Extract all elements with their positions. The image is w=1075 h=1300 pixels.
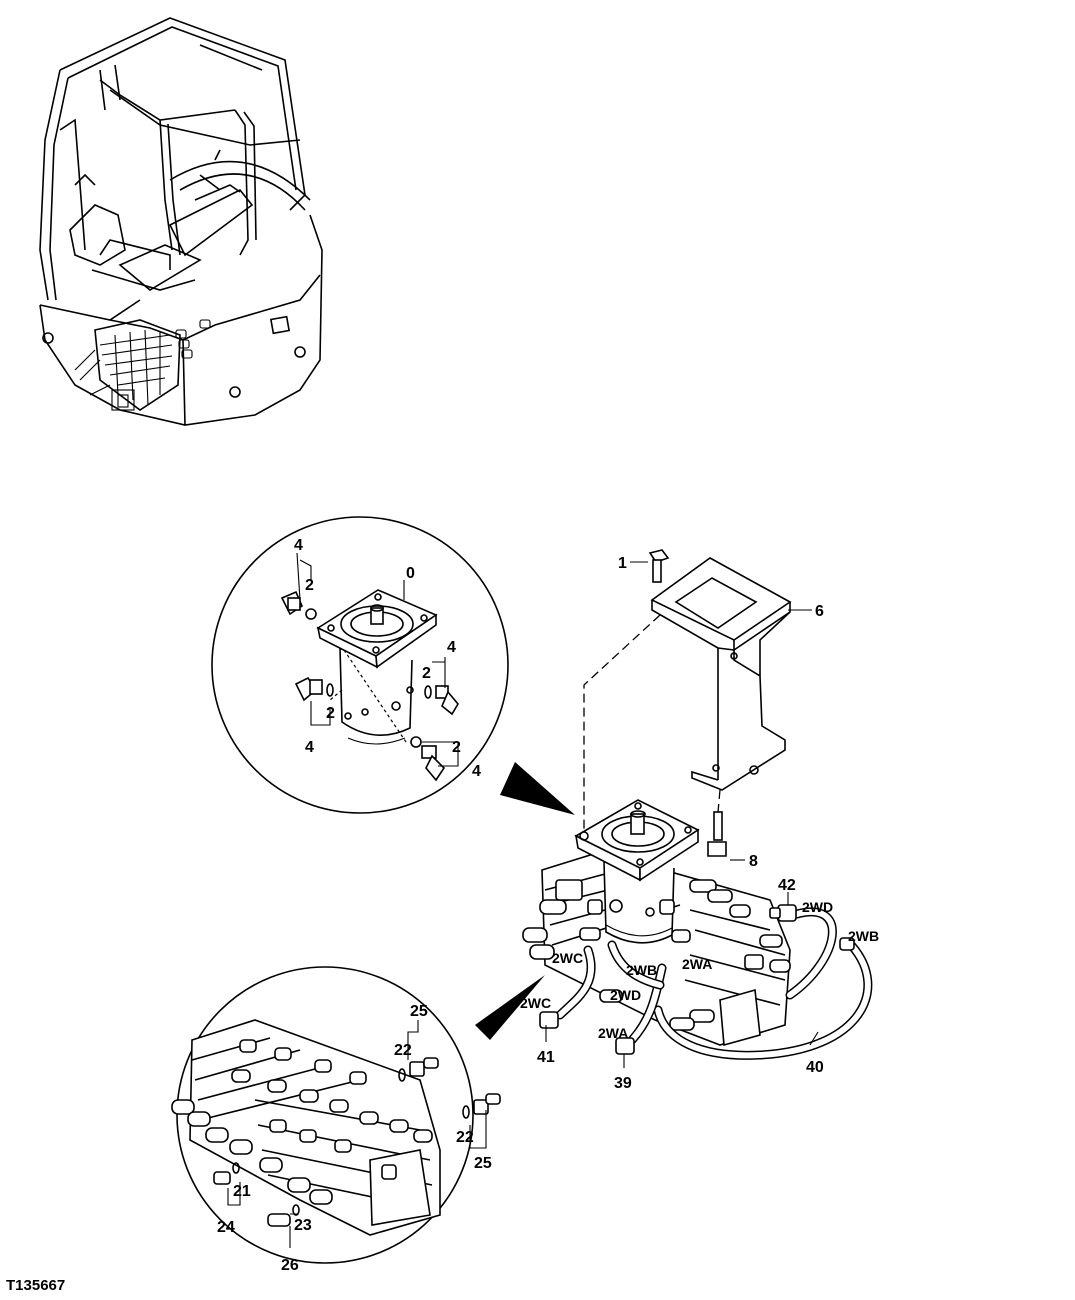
callout-25-top: 25 [410,1003,428,1020]
bolt-8 [707,811,727,857]
callout-8: 8 [749,853,758,870]
fitting-24 [213,1162,240,1185]
fitting-25-top [398,1057,439,1082]
control-valve-detail [171,1019,441,1236]
elbow-fitting-4c [424,685,459,716]
port-label-2wd-right: 2WD [802,899,833,915]
elbow-fitting-4a [280,590,317,620]
port-label-2wc-top: 2WC [552,950,583,966]
callout-4-bottom: 4 [472,763,481,780]
callout-23: 23 [294,1217,312,1234]
machine-overview [39,17,323,426]
port-label-2wa-mid: 2WA [682,956,712,972]
callout-2-top: 2 [305,577,314,594]
o-ring-2c [424,685,432,699]
callout-25-right: 25 [474,1155,492,1172]
callout-6: 6 [815,603,824,620]
callout-2-left: 2 [326,705,335,722]
hose-40 [653,907,873,1060]
callout-1: 1 [618,555,627,572]
fitting-26 [267,1204,300,1227]
swivel-joint-detail [316,589,438,745]
figure-id: T135667 [6,1277,65,1294]
fitting-41 [539,1011,559,1029]
hose-41 [555,945,596,1020]
valve-detail-callout: 25 22 22 25 21 24 23 26 [171,966,545,1274]
callout-2-right: 2 [422,665,431,682]
callout-4-top: 4 [294,537,303,554]
port-label-2wb-right: 2WB [848,928,879,944]
bracket-6 [650,557,792,791]
o-ring-2a [305,608,317,620]
o-ring-2d [410,736,422,748]
callout-39: 39 [614,1075,632,1092]
o-ring-22-right [462,1105,470,1119]
port-label-2wd-mid: 2WD [610,987,641,1003]
hose-39 [627,963,667,1045]
detail-circle-lower [176,966,474,1264]
bolt-1 [648,549,670,583]
callout-22-right: 22 [456,1129,474,1146]
elbow-fitting-4d [410,736,446,782]
callout-0: 0 [406,565,415,582]
callout-40: 40 [806,1059,824,1076]
callout-24: 24 [217,1219,235,1236]
elbow-fitting-4b [294,676,334,702]
callout-2-bottom: 2 [452,739,461,756]
fitting-42 [769,904,797,922]
o-ring-22-top [398,1068,406,1082]
port-label-2wc-low: 2WC [520,995,551,1011]
detail-pointer-upper [500,762,575,815]
swivel-detail-callout: 0 4 2 4 2 2 4 2 4 [211,516,575,815]
fitting-39 [615,1037,635,1055]
callout-22-top: 22 [394,1042,412,1059]
main-assembly: 1 6 8 [520,549,879,1092]
callout-41: 41 [537,1049,555,1066]
swivel-joint-main [574,799,700,944]
fitting-25-right [462,1093,501,1119]
o-ring-2b [326,683,334,697]
detail-pointer-lower [475,975,545,1040]
callout-4-left: 4 [305,739,314,756]
port-label-2wa-low: 2WA [598,1025,628,1041]
callout-26: 26 [281,1257,299,1274]
callout-21: 21 [233,1183,251,1200]
detail-circle-upper [211,516,509,814]
port-label-2wb-mid: 2WB [626,962,657,978]
o-ring-21 [232,1162,240,1174]
callout-42: 42 [778,877,796,894]
o-ring-23 [292,1204,300,1216]
callout-4-right: 4 [447,639,456,656]
